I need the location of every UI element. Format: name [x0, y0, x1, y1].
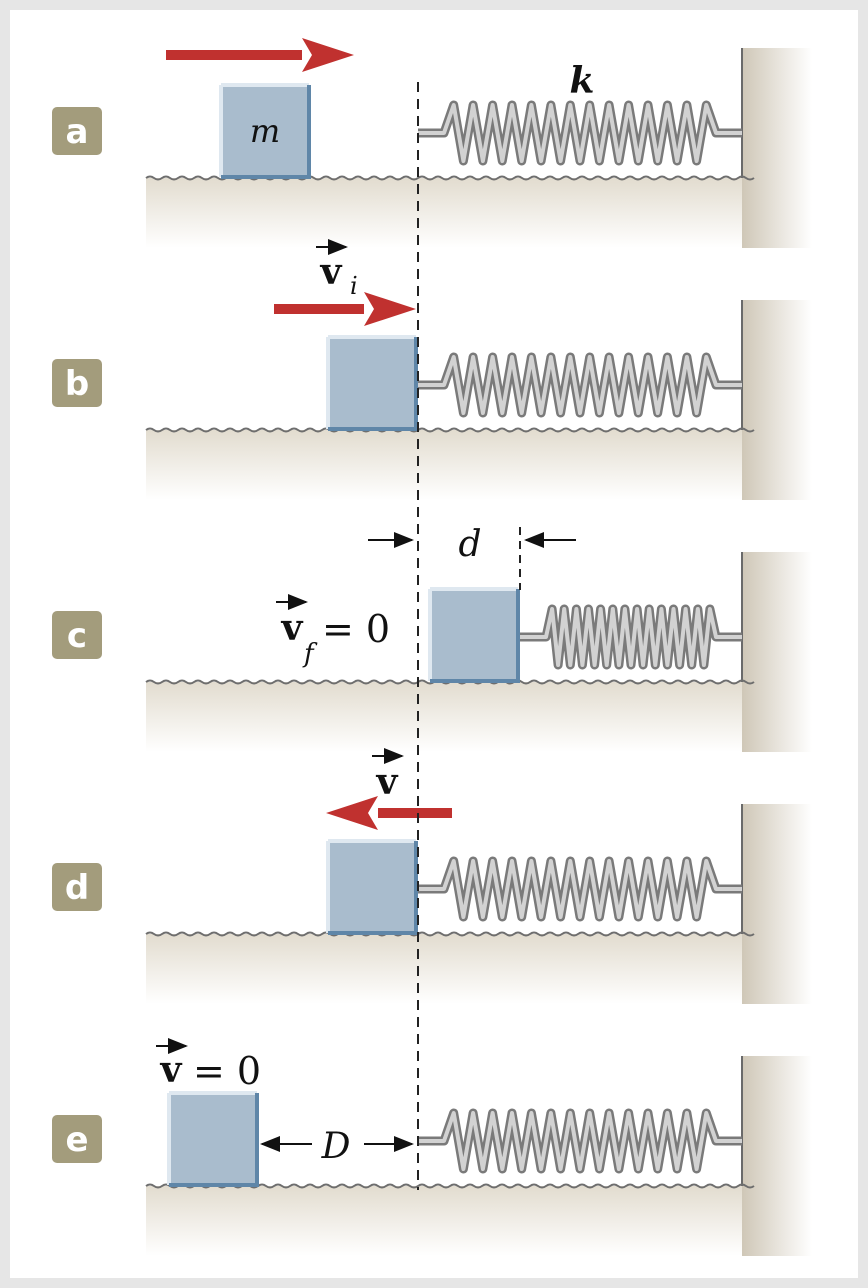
panel-label-badge: d [52, 863, 102, 911]
block [219, 83, 311, 179]
ground [146, 934, 742, 1004]
initial-velocity-label: v i [316, 239, 358, 300]
panel-label-badge: b [52, 359, 102, 407]
ground [146, 178, 742, 248]
final-velocity-value: = 0 [322, 607, 390, 651]
final-velocity-label: v f = 0 [276, 594, 390, 669]
block [326, 335, 418, 431]
panel-c: c [52, 552, 812, 752]
spring [520, 604, 742, 670]
distance-label: D [321, 1126, 351, 1167]
block [326, 839, 418, 935]
ground-surface [145, 931, 755, 937]
ground [146, 1186, 742, 1256]
initial-velocity-subscript: i [350, 272, 358, 300]
panel-e: e [52, 1056, 812, 1256]
compression-dimension: d [368, 524, 576, 590]
panel-label-text: e [65, 1120, 88, 1160]
panel-d: d [52, 796, 812, 1004]
panel-label-text: b [65, 364, 89, 404]
panel-label-text: a [66, 112, 89, 152]
final-velocity-symbol: v [281, 607, 304, 649]
spring-constant-label: k [570, 60, 595, 102]
compression-label: d [458, 524, 481, 565]
spring [418, 856, 742, 922]
panel-label-text: c [67, 616, 87, 656]
panel-label-badge: a [52, 107, 102, 155]
panel-label-text: d [65, 868, 89, 908]
ground [146, 682, 742, 752]
wall [742, 1056, 812, 1256]
wall [742, 48, 812, 248]
return-velocity-label: v [372, 748, 404, 803]
velocity-arrow [326, 796, 452, 830]
initial-velocity-symbol: v [320, 251, 343, 293]
panel-label-badge: e [52, 1115, 102, 1163]
block [428, 587, 520, 683]
panel-b: b [52, 292, 812, 500]
panels: a b c d e [52, 38, 812, 1256]
end-velocity-label: v = 0 [156, 1038, 261, 1093]
block [167, 1091, 259, 1187]
mass-label: m [250, 112, 280, 150]
spring [418, 352, 742, 418]
spring [418, 1108, 742, 1174]
velocity-arrow [166, 38, 354, 72]
ground [146, 430, 742, 500]
wall [742, 804, 812, 1004]
panel-a: a [52, 38, 812, 248]
wall [742, 300, 812, 500]
end-velocity-symbol: v [160, 1049, 183, 1091]
end-velocity-value: = 0 [193, 1049, 261, 1093]
panel-label-badge: c [52, 611, 102, 659]
spring [418, 100, 742, 166]
return-velocity-symbol: v [376, 761, 399, 803]
wall [742, 552, 812, 752]
distance-dimension: D [260, 1126, 414, 1167]
ground-surface [145, 427, 755, 433]
velocity-arrow [274, 292, 416, 326]
